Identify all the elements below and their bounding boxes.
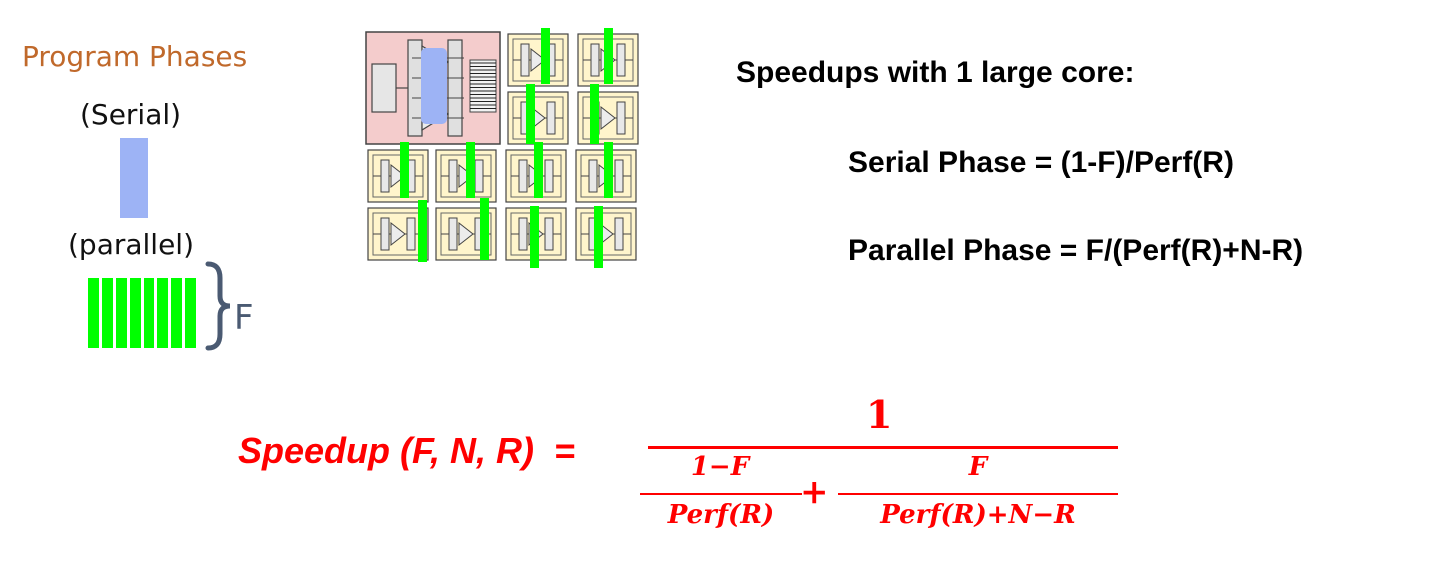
small-core-register [614, 217, 624, 251]
speedup-formula-lhs: Speedup (F, N, R) = [238, 430, 575, 472]
small-core-alu [600, 105, 616, 131]
small-core-register [546, 101, 556, 135]
parallel-thread-bar [526, 84, 535, 144]
parallel-label: (parallel) [68, 228, 195, 261]
small-core-register [544, 159, 554, 193]
small-core-register [406, 217, 416, 251]
parallel-bar [143, 278, 155, 348]
large-core-block [407, 39, 423, 137]
brace-icon [205, 261, 231, 351]
serial-term-fraction-bar [640, 493, 802, 495]
parallel-thread-bar [418, 200, 427, 262]
small-core-register [544, 217, 554, 251]
parallel-thread-bar [534, 142, 543, 198]
parallel-term-denominator: Perf(R)+N−R [880, 500, 1076, 530]
small-core-register [380, 159, 390, 193]
small-core-register [616, 101, 626, 135]
equals-sign: = [554, 430, 576, 471]
small-core-register [518, 217, 528, 251]
parallel-term-numerator: F [968, 452, 988, 482]
small-core-register [380, 217, 390, 251]
parallel-thread-bar [604, 28, 613, 84]
parallel-thread-bar [466, 142, 475, 198]
parallel-term-fraction-bar [838, 493, 1118, 495]
fraction-f-label: F [234, 298, 254, 338]
parallel-bar [129, 278, 141, 348]
speedups-title: Speedups with 1 large core: [736, 56, 1135, 89]
main-fraction-bar [648, 446, 1118, 449]
parallel-bar [171, 278, 183, 348]
small-core-register [448, 217, 458, 251]
parallel-bar [88, 278, 99, 348]
speedup-function-label: Speedup (F, N, R) [238, 430, 534, 471]
small-core-alu [458, 221, 474, 247]
small-core-register [614, 159, 624, 193]
formula-numerator: 1 [866, 392, 893, 437]
small-core-register [616, 43, 626, 77]
serial-phase-equation: Serial Phase = (1-F)/Perf(R) [848, 146, 1234, 179]
small-core-register [588, 159, 598, 193]
small-core-register [448, 159, 458, 193]
parallel-bar [101, 278, 113, 348]
parallel-thread-bar [590, 84, 599, 144]
large-core-serial-bar [421, 48, 447, 124]
parallel-bar [115, 278, 127, 348]
serial-phase-bar [120, 138, 148, 218]
parallel-phase-equation: Parallel Phase = F/(Perf(R)+N-R) [848, 234, 1304, 267]
multicore-chip-diagram [365, 28, 639, 268]
large-core-block [447, 39, 463, 137]
parallel-thread-bar [541, 28, 550, 84]
small-core-register [518, 159, 528, 193]
small-core-alu [390, 163, 406, 189]
parallel-thread-bar [480, 198, 489, 260]
program-phases-title: Program Phases [22, 40, 248, 73]
parallel-thread-bar [594, 206, 603, 268]
parallel-thread-bar [530, 206, 539, 268]
parallel-phase-bars [88, 278, 196, 348]
serial-term-denominator: Perf(R) [667, 500, 775, 530]
parallel-thread-bar [400, 142, 409, 198]
small-core-register [590, 43, 600, 77]
parallel-thread-bar [604, 142, 613, 198]
large-core-cache [469, 59, 497, 113]
serial-label: (Serial) [80, 98, 182, 131]
parallel-bar [185, 278, 196, 348]
serial-term-numerator: 1−F [690, 452, 750, 482]
parallel-bar [157, 278, 169, 348]
small-core-register [474, 159, 484, 193]
small-core-alu [530, 47, 546, 73]
small-core-register [520, 43, 530, 77]
large-core-block [371, 63, 397, 113]
plus-sign: + [800, 472, 829, 512]
small-core-alu [390, 221, 406, 247]
